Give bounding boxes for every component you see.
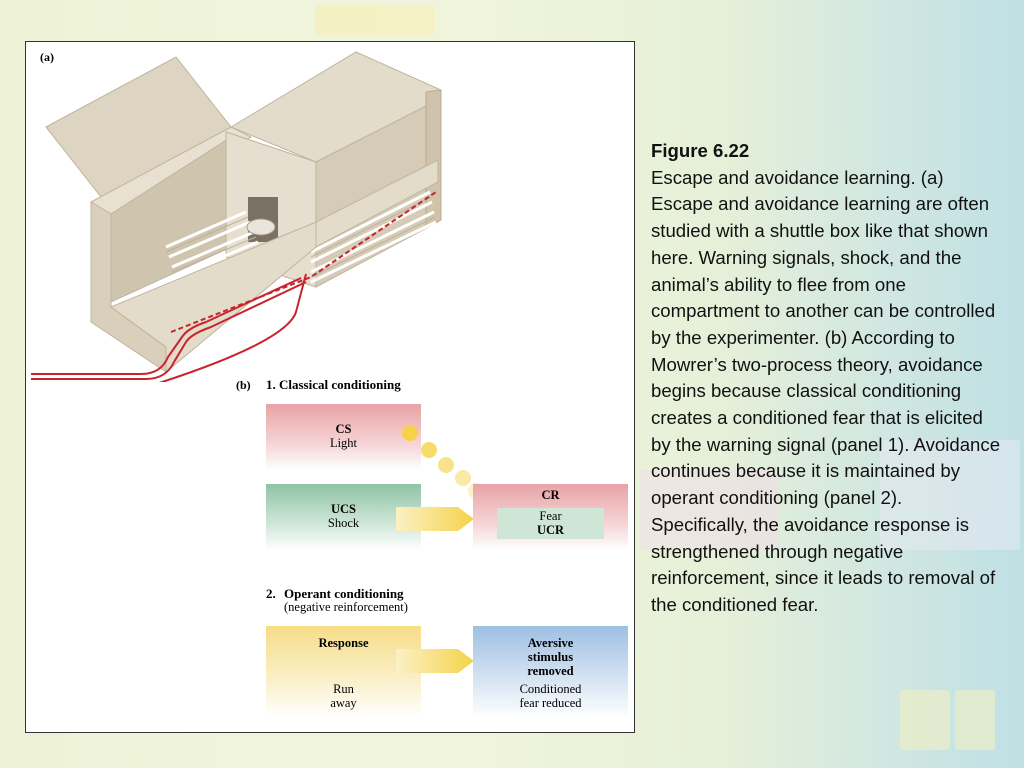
fear-ucr-band: Fear UCR [497, 508, 604, 539]
cs-box: CS Light [266, 404, 421, 470]
operant-subtitle: (negative reinforcement) [284, 600, 408, 614]
aversive-line3: removed [527, 664, 574, 678]
background-decoration [880, 440, 1020, 550]
background-decoration [900, 690, 950, 750]
background-decoration [955, 690, 995, 750]
cr-fear: Fear [539, 509, 562, 523]
response-title: Response [318, 636, 369, 650]
aversive-line2: stimulus [527, 650, 574, 664]
cs-title: CS [335, 422, 352, 436]
ucr-label: UCR [536, 523, 565, 537]
caption-title: Figure 6.22 [651, 140, 750, 161]
panel-b-label: (b) [236, 378, 251, 392]
figure-panel: (a) [25, 41, 635, 733]
response-sub2: away [330, 696, 357, 710]
cr-box: CR Fear UCR [473, 484, 628, 550]
ucs-title: UCS [330, 502, 356, 516]
ucs-sub: Shock [327, 516, 360, 530]
aversive-line1: Aversive [527, 636, 574, 650]
panel-a-label: (a) [40, 50, 54, 64]
aversive-box: Aversive stimulus removed Conditioned fe… [473, 626, 628, 718]
response-sub1: Run [333, 682, 354, 696]
cs-sub: Light [329, 436, 358, 450]
background-decoration [640, 470, 780, 550]
operant-conditioning-title: Operant conditioning [284, 586, 404, 601]
cr-title: CR [541, 488, 560, 502]
figure-caption: Figure 6.22 Escape and avoidance learnin… [651, 138, 1001, 619]
ucs-box: UCS Shock [266, 484, 421, 550]
aversive-sub2: fear reduced [519, 696, 582, 710]
classical-conditioning-title: 1. Classical conditioning [266, 377, 401, 392]
response-box: Response Run away [266, 626, 421, 718]
stimulus-link-dots [402, 425, 484, 499]
arrow-icon [396, 649, 474, 673]
shuttle-box-illustration [31, 51, 442, 382]
operant-number: 2. [266, 586, 276, 601]
aversive-sub1: Conditioned [519, 682, 582, 696]
arrow-icon [396, 507, 474, 531]
caption-body: Escape and avoidance learning. (a) Escap… [651, 166, 1001, 615]
background-decoration [315, 5, 435, 35]
